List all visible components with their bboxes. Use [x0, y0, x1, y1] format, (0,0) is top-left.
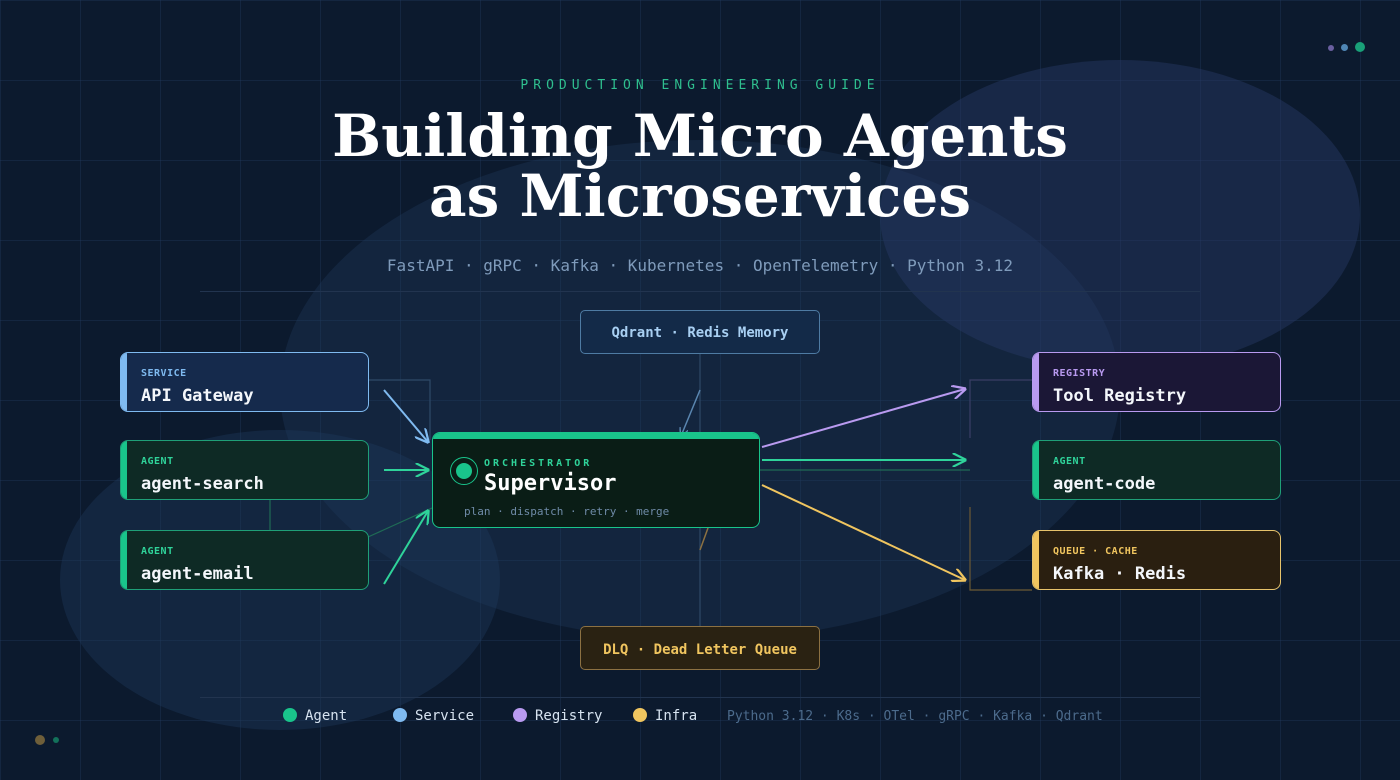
node-accent-bar	[1033, 531, 1039, 589]
top-divider	[200, 291, 1200, 292]
supervisor-dot-icon	[456, 463, 472, 479]
node-accent-bar	[121, 441, 127, 499]
node-name: agent-email	[141, 564, 254, 584]
legend-item-agent: Agent	[283, 708, 347, 724]
legend-label: Agent	[305, 708, 348, 724]
legend-dot-icon	[283, 708, 297, 722]
node-tag: REGISTRY	[1053, 368, 1106, 379]
legend-dot-icon	[633, 708, 647, 722]
supervisor-node[interactable]: ORCHESTRATOR Supervisor plan · dispatch …	[432, 432, 760, 528]
node-tag: AGENT	[141, 546, 174, 557]
legend-label: Infra	[655, 708, 698, 724]
legend-dot-icon	[393, 708, 407, 722]
background-glow-right	[880, 60, 1360, 370]
title-line-2: as Microservices	[429, 162, 971, 230]
supervisor-description: plan · dispatch · retry · merge	[464, 505, 670, 518]
window-dot-1	[1328, 45, 1334, 51]
connector-email-bus	[367, 507, 433, 538]
edge-supervisor-to-queue	[761, 484, 965, 580]
supervisor-tag: ORCHESTRATOR	[484, 458, 593, 469]
edge-gateway-to-supervisor	[383, 389, 428, 442]
bottom-divider	[200, 697, 1200, 698]
legend-label: Registry	[535, 708, 603, 724]
footer-stack-text: Python 3.12 · K8s · OTel · gRPC · Kafka …	[727, 709, 1103, 724]
node-accent-bar	[1033, 441, 1039, 499]
agent-search-node[interactable]: AGENT agent-search	[120, 440, 369, 500]
supervisor-ring-icon	[450, 457, 478, 485]
legend-item-service: Service	[393, 708, 474, 724]
legend-item-registry: Registry	[513, 708, 602, 724]
node-accent-bar	[121, 353, 127, 411]
node-tag: QUEUE · CACHE	[1053, 546, 1138, 557]
page-title: Building Micro Agents as Microservices	[0, 106, 1400, 226]
legend-dot-icon	[513, 708, 527, 722]
memory-store-node[interactable]: Qdrant · Redis Memory	[580, 310, 820, 354]
corner-dot-2	[53, 737, 59, 743]
kafka-redis-node[interactable]: QUEUE · CACHE Kafka · Redis	[1032, 530, 1281, 590]
corner-dot-1	[35, 735, 45, 745]
agent-email-node[interactable]: AGENT agent-email	[120, 530, 369, 590]
node-name: agent-code	[1053, 474, 1156, 494]
tech-stack-subtitle: FastAPI · gRPC · Kafka · Kubernetes · Op…	[386, 256, 1014, 275]
node-tag: SERVICE	[141, 368, 187, 379]
node-accent-bar	[121, 531, 127, 589]
node-tag: AGENT	[141, 456, 174, 467]
node-tag: AGENT	[1053, 456, 1086, 467]
node-name: agent-search	[141, 474, 264, 494]
edge-supervisor-to-dlq	[699, 527, 709, 551]
node-accent-bar	[1033, 353, 1039, 411]
tool-registry-node[interactable]: REGISTRY Tool Registry	[1032, 352, 1281, 412]
window-dot-2	[1341, 44, 1348, 51]
connector-queue-bus	[969, 507, 1032, 591]
edge-supervisor-to-registry	[761, 389, 965, 448]
edge-email-to-supervisor	[383, 511, 428, 585]
supervisor-name: Supervisor	[484, 471, 617, 496]
connector-gateway-bus	[368, 379, 431, 440]
legend-item-infra: Infra	[633, 708, 697, 724]
legend-label: Service	[415, 708, 475, 724]
supervisor-accent-bar	[433, 433, 759, 439]
dlq-store-node[interactable]: DLQ · Dead Letter Queue	[580, 626, 820, 670]
node-name: Kafka · Redis	[1053, 564, 1187, 584]
edge-memory-to-supervisor	[681, 389, 701, 436]
node-name: Tool Registry	[1053, 386, 1187, 406]
title-line-1: Building Micro Agents	[332, 102, 1068, 170]
connector-right-bus	[969, 379, 1032, 438]
node-name: API Gateway	[141, 386, 254, 406]
eyebrow-label: PRODUCTION ENGINEERING GUIDE	[520, 78, 880, 93]
api-gateway-node[interactable]: SERVICE API Gateway	[120, 352, 369, 412]
window-dot-3	[1355, 42, 1365, 52]
agent-code-node[interactable]: AGENT agent-code	[1032, 440, 1281, 500]
